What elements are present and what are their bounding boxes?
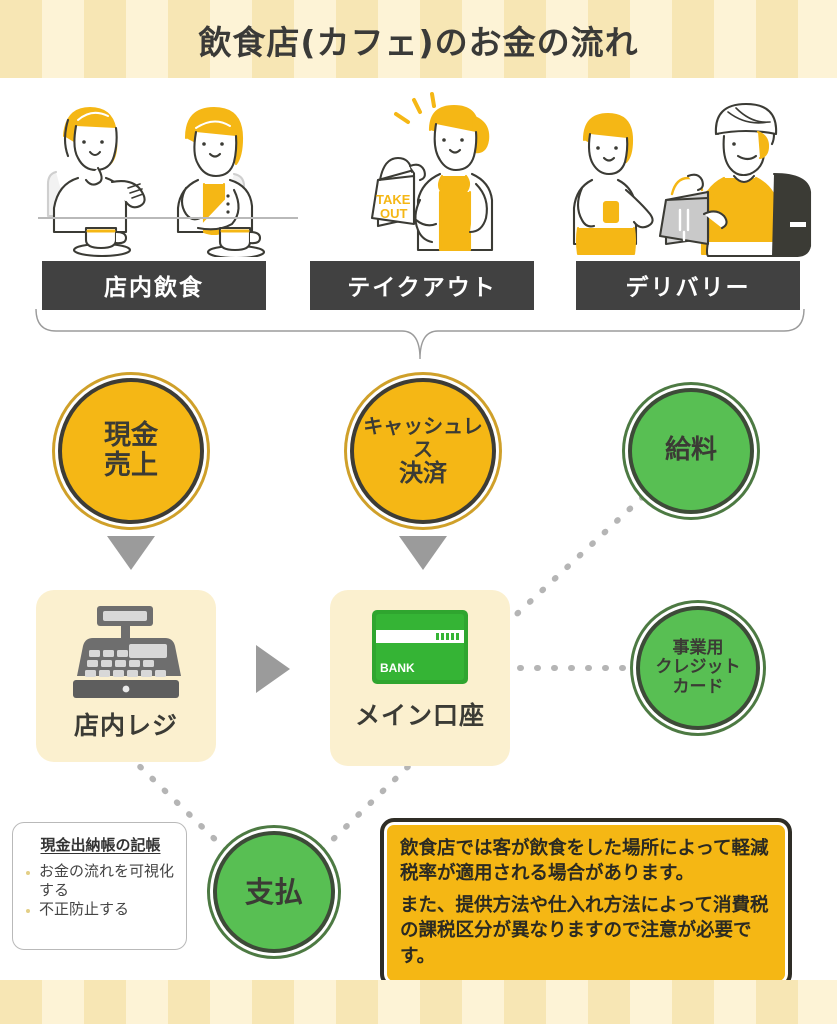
arrow-cashless-to-account [399, 536, 447, 570]
node-card-line2: クレジット [655, 657, 741, 678]
node-card-line1: 事業用 [672, 638, 724, 659]
note-paragraph-1: 飲食店では客が飲食をした場所によって軽減税率が適用される場合があります。 [400, 838, 769, 885]
node-salary-label: 給料 [664, 435, 717, 466]
channel-label-delivery: デリバリー [576, 261, 800, 310]
page-title: 飲食店(カフェ)のお金の流れ [198, 23, 639, 62]
cash-register-icon [73, 606, 181, 698]
channels-brace [35, 308, 805, 360]
memo-bullet-list: お金の流れを可視化する 不正防止する [23, 862, 178, 919]
node-cash-sales-line1: 現金 [104, 419, 158, 451]
note-paragraph-2: また、提供方法や仕入れ方法によって消費税の課税区分が異なりますので注意が必要です… [400, 895, 769, 967]
node-payment-label: 支払 [244, 874, 303, 909]
takeout-illustration: TAKE OUT [370, 92, 494, 252]
bank-card-icon: BANK [372, 610, 468, 684]
node-cash-sales-line2: 売上 [104, 450, 158, 481]
connector-account-to-salary [502, 489, 651, 628]
node-cash-sales[interactable]: 現金 売上 [58, 378, 204, 524]
header-stripe-band [0, 0, 837, 78]
node-register[interactable]: 店内レジ [36, 590, 216, 762]
node-main-account-label: メイン口座 [354, 701, 485, 730]
node-register-label: 店内レジ [73, 711, 178, 740]
channel-label-takeout: テイクアウト [310, 261, 534, 310]
takeout-bag-text-line2: OUT [380, 206, 408, 221]
arrow-cash-to-register [107, 536, 155, 570]
arrow-register-to-account [256, 645, 290, 693]
node-business-credit-card[interactable]: 事業用 クレジット カード [636, 606, 760, 730]
memo-heading: 現金出納帳の記帳 [40, 836, 161, 854]
node-payment[interactable]: 支払 [213, 831, 335, 953]
cash-book-memo: 現金出納帳の記帳 お金の流れを可視化する 不正防止する [12, 822, 187, 950]
node-cashless[interactable]: キャッシュレス 決済 [350, 378, 496, 524]
channel-label-dine-in: 店内飲食 [42, 261, 266, 310]
takeout-bag-text-line1: TAKE [376, 192, 411, 207]
node-card-line3: カード [672, 676, 724, 697]
footer-stripe-band [0, 980, 837, 1024]
node-salary[interactable]: 給料 [628, 388, 754, 514]
memo-bullet-item: お金の流れを可視化する [23, 862, 178, 900]
node-cashless-line1: キャッシュレス [363, 414, 483, 461]
delivery-illustration [572, 102, 812, 257]
dine-in-illustration [38, 106, 298, 257]
tax-note-box: 飲食店では客が飲食をした場所によって軽減税率が適用される場合があります。 また、… [380, 818, 792, 988]
bank-card-text: BANK [380, 661, 415, 675]
node-cashless-line2: 決済 [399, 458, 447, 487]
memo-bullet-item: 不正防止する [23, 900, 178, 919]
node-main-account[interactable]: BANK メイン口座 [330, 590, 510, 766]
